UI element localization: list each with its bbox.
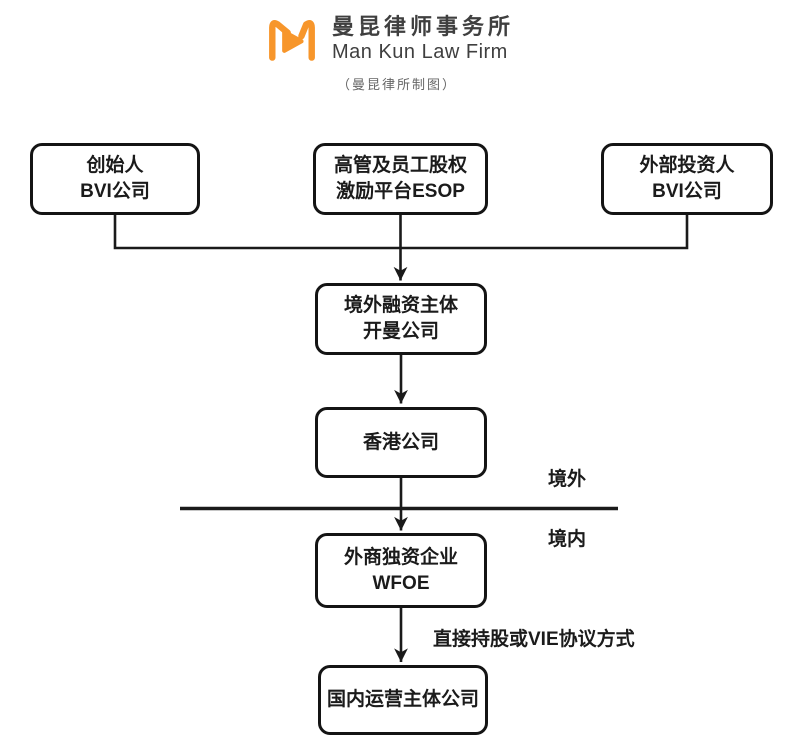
node-label: 开曼公司: [362, 321, 439, 342]
node-cayman-company: 境外融资主体 开曼公司: [315, 283, 487, 355]
node-label: 外部投资人: [639, 155, 735, 176]
firm-name-en: Man Kun Law Firm: [332, 41, 508, 63]
node-founder-bvi: 创始人 BVI公司: [30, 143, 200, 215]
node-label: 激励平台ESOP: [336, 181, 465, 202]
node-label: 国内运营主体公司: [326, 689, 479, 710]
junction-connector: [113, 215, 689, 250]
node-hongkong-company: 香港公司: [315, 407, 487, 478]
node-label: 高管及员工股权: [333, 155, 467, 176]
vie-arrow-note: 直接持股或VIE协议方式: [433, 629, 635, 650]
diagram-caption: （曼昆律所制图）: [336, 77, 457, 92]
brand-block: 曼昆律师事务所 Man Kun Law Firm: [332, 14, 514, 64]
node-esop-platform: 高管及员工股权 激励平台ESOP: [313, 143, 488, 215]
node-label: 境外融资主体: [343, 295, 458, 316]
node-investor-bvi: 外部投资人 BVI公司: [601, 143, 773, 215]
onshore-label: 境内: [548, 529, 587, 550]
node-label: BVI公司: [652, 181, 722, 202]
node-label: WFOE: [372, 572, 430, 594]
mankun-logo-icon: [269, 19, 315, 61]
node-domestic-operating-company: 国内运营主体公司: [318, 665, 488, 735]
node-label: 创始人: [86, 155, 144, 176]
offshore-label: 境外: [548, 469, 587, 490]
node-wfoe: 外商独资企业 WFOE: [315, 533, 487, 608]
firm-name-zh: 曼昆律师事务所: [332, 14, 515, 39]
node-label: 香港公司: [362, 431, 439, 453]
node-label: BVI公司: [80, 181, 150, 202]
node-label: 外商独资企业: [343, 546, 458, 568]
